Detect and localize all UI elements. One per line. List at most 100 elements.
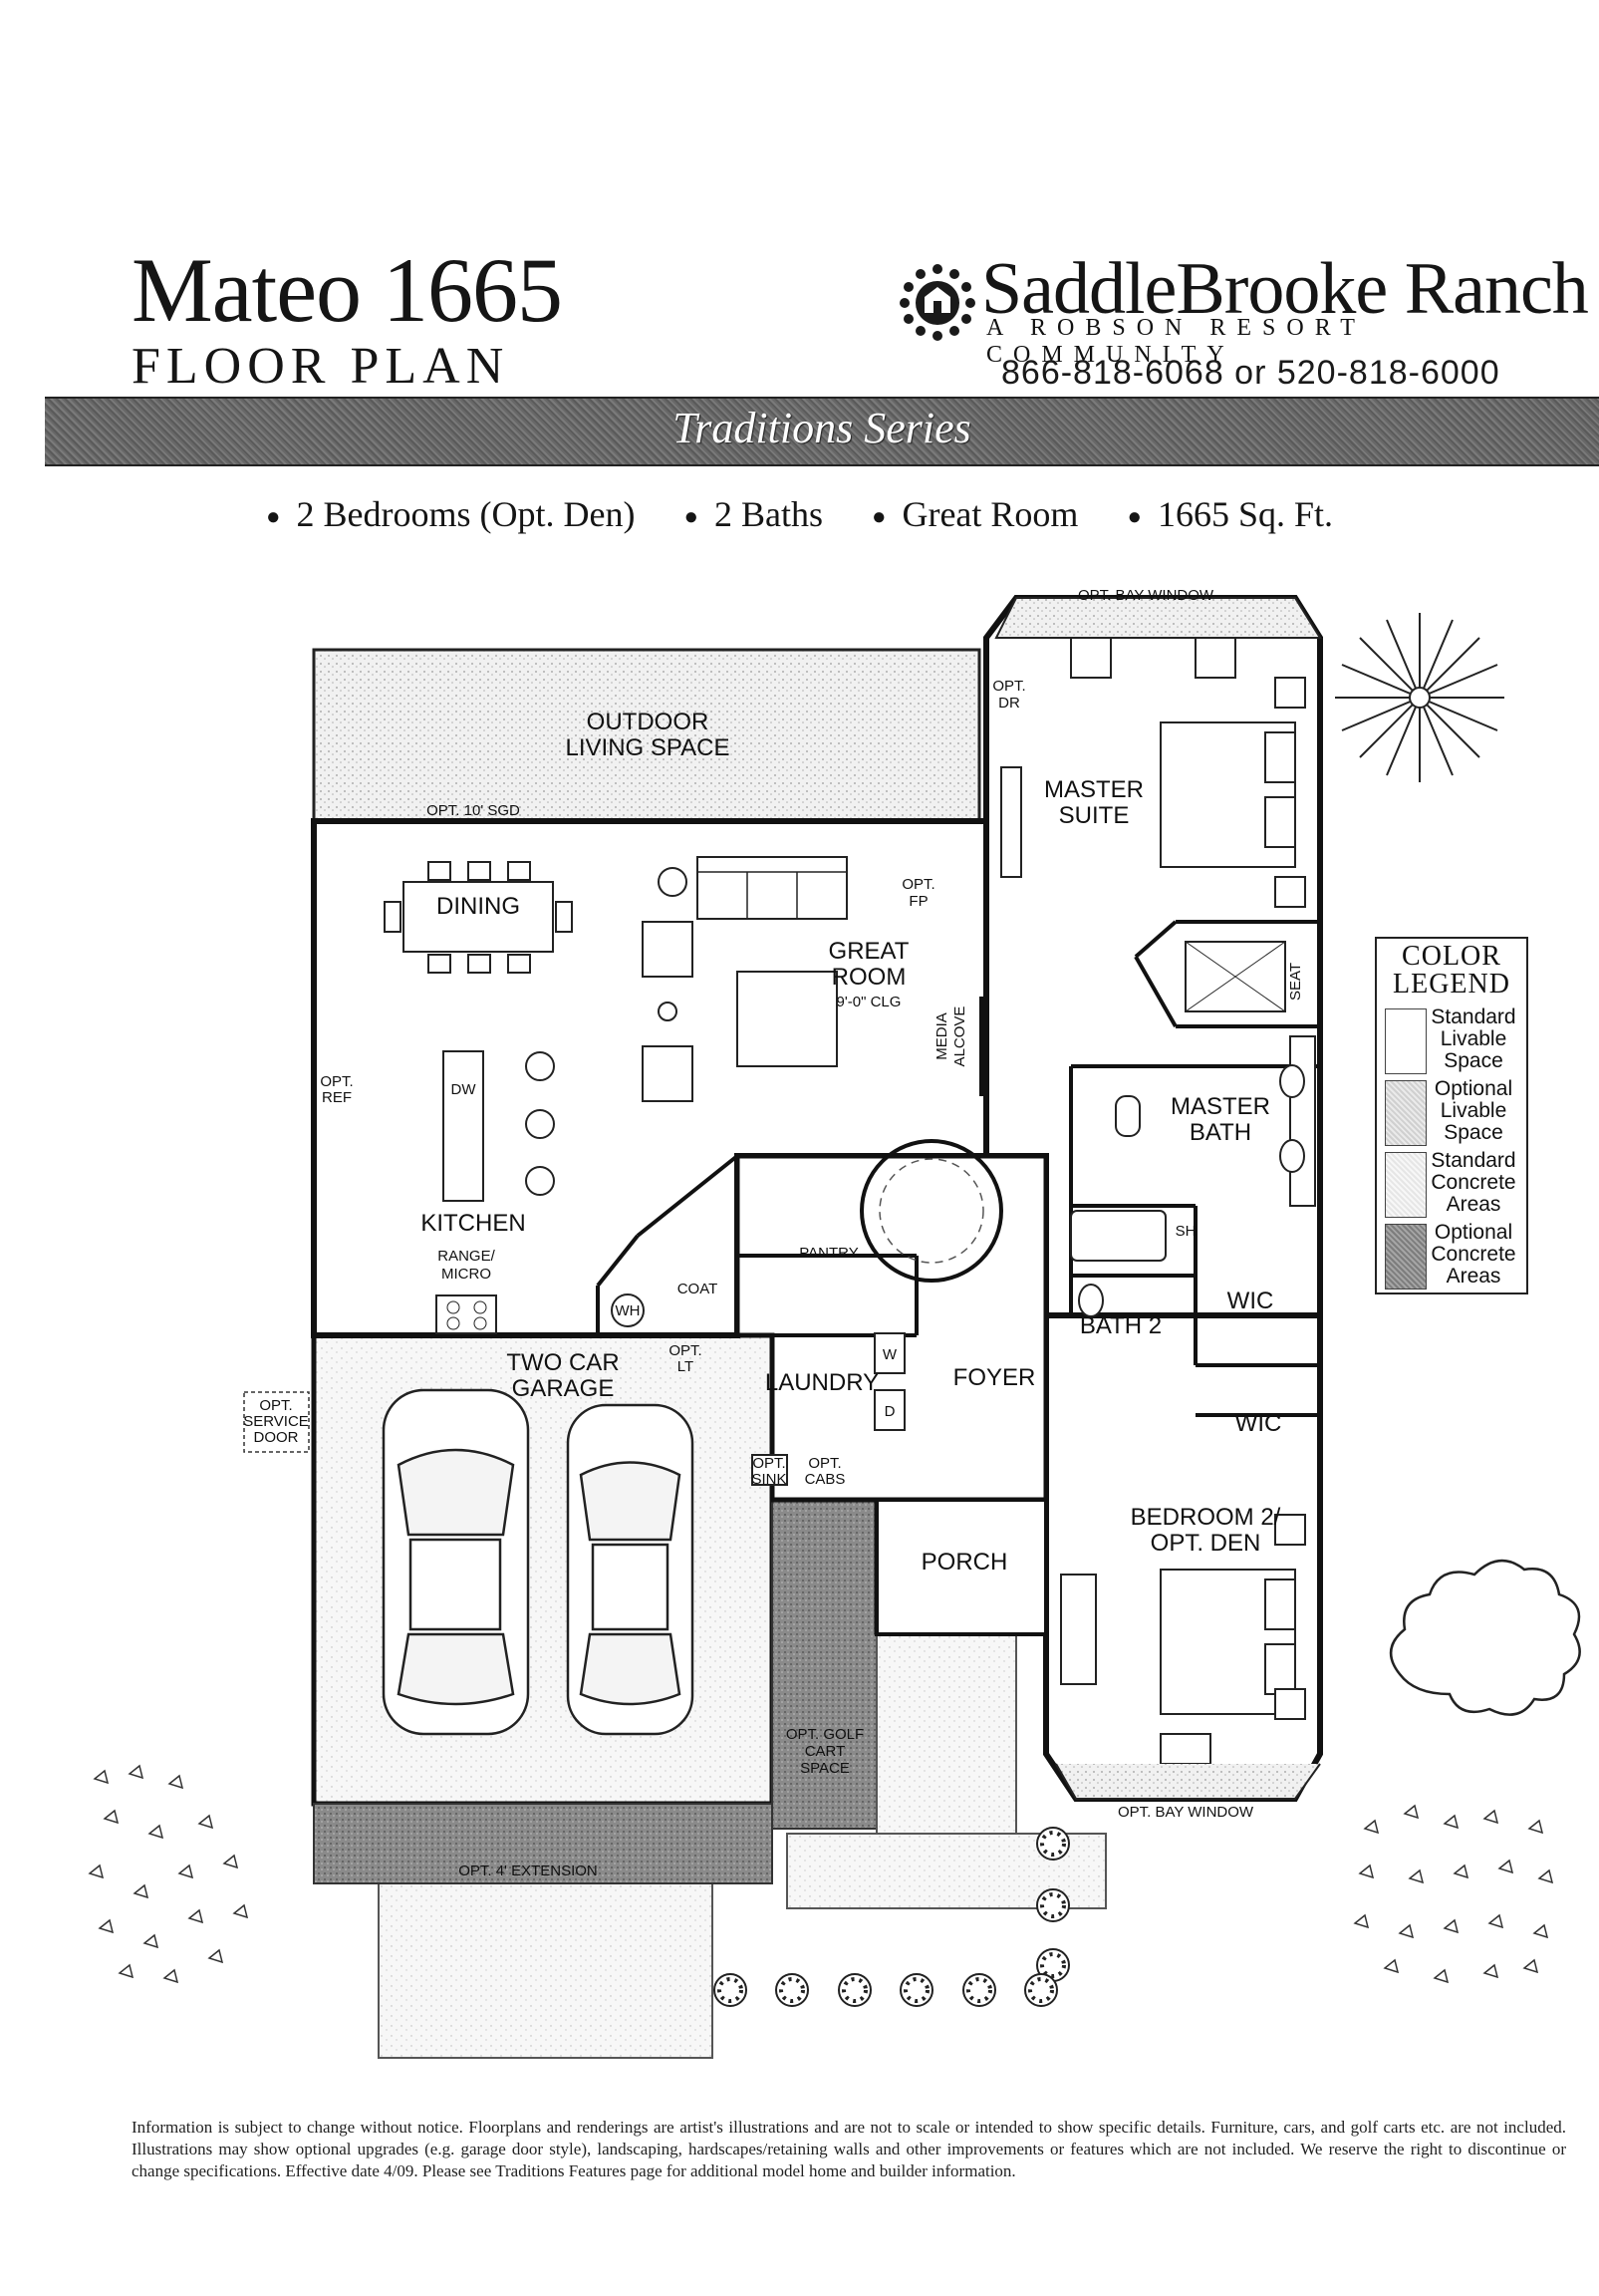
compass-icon xyxy=(1335,613,1504,782)
walkway xyxy=(876,1633,1017,1835)
label-great-2: ROOM xyxy=(832,964,907,991)
label-service-2: SERVICE xyxy=(243,1413,309,1430)
label-opt-dr-2: DR xyxy=(998,695,1020,712)
legend-title: COLOR LEGEND xyxy=(1393,941,1510,1000)
label-range: RANGE/ xyxy=(437,1248,495,1265)
label-media-2: ALCOVE xyxy=(951,1006,968,1067)
groundcover-left xyxy=(88,1764,249,1984)
label-opt-sink-2: SINK xyxy=(751,1471,786,1488)
plan-title: Mateo 1665 xyxy=(132,239,563,341)
label-master-bath: MASTER xyxy=(1171,1093,1270,1120)
label-wic-2: WIC xyxy=(1235,1410,1282,1437)
feature-item: ●1665 Sq. Ft. xyxy=(1127,494,1333,534)
feature-baths: 2 Baths xyxy=(713,494,823,534)
porch-area xyxy=(875,1498,1048,1636)
feature-sqft: 1665 Sq. Ft. xyxy=(1157,494,1333,534)
groundcover-right xyxy=(1353,1804,1554,1984)
label-wic-1: WIC xyxy=(1227,1288,1274,1314)
label-laundry: LAUNDRY xyxy=(765,1369,879,1396)
label-coat: COAT xyxy=(677,1281,718,1297)
label-kitchen: KITCHEN xyxy=(420,1210,525,1237)
feature-great-room: Great Room xyxy=(902,494,1079,534)
label-bath2: BATH 2 xyxy=(1080,1312,1162,1339)
feature-item: ●2 Bedrooms (Opt. Den) xyxy=(266,494,636,534)
label-media: MEDIA xyxy=(933,1012,950,1060)
label-dining: DINING xyxy=(436,893,520,920)
plan-subtitle: FLOOR PLAN xyxy=(132,338,510,395)
label-sh: SH xyxy=(1176,1223,1197,1240)
label-opt-fp-2: FP xyxy=(909,893,928,910)
brand-logo-icon xyxy=(900,264,975,341)
label-master-suite: MASTER xyxy=(1044,776,1144,803)
label-golf-2: CART xyxy=(805,1743,846,1760)
label-master-bath-2: BATH xyxy=(1190,1119,1251,1146)
dryer xyxy=(874,1389,906,1431)
label-outdoor-2: LIVING SPACE xyxy=(566,734,730,761)
sofa xyxy=(696,856,848,920)
brand-name: SaddleBrooke Ranch xyxy=(981,248,1589,330)
label-garage: TWO CAR xyxy=(506,1349,619,1376)
feature-item: ●2 Baths xyxy=(683,494,823,534)
label-outdoor: OUTDOOR xyxy=(587,709,709,735)
car-right xyxy=(566,1403,694,1736)
series-banner: Traditions Series xyxy=(45,397,1599,466)
label-seat: SEAT xyxy=(1287,963,1304,1001)
feature-item: ●Great Room xyxy=(871,494,1079,534)
label-opt-sgd: OPT. 10' SGD xyxy=(426,802,520,819)
label-pantry: PANTRY xyxy=(799,1245,858,1262)
legend-swatch xyxy=(1385,1152,1427,1218)
label-opt-lt-2: LT xyxy=(677,1358,693,1375)
golf-cart-area xyxy=(771,1499,878,1830)
garage-extension xyxy=(313,1803,773,1884)
phone-number: 866-818-6068 or 520-818-6000 xyxy=(1001,354,1500,392)
label-bedroom2-b: OPT. DEN xyxy=(1151,1530,1261,1557)
label-opt-fp: OPT. xyxy=(902,876,934,893)
disclaimer-text: Information is subject to change without… xyxy=(132,2118,1566,2180)
rotunda xyxy=(860,1139,1003,1283)
label-garage-2: GARAGE xyxy=(512,1375,615,1402)
label-opt-ref: OPT. xyxy=(320,1073,353,1090)
water-heater xyxy=(611,1293,645,1327)
outdoor-living-area xyxy=(312,648,981,823)
label-range-2: MICRO xyxy=(441,1266,491,1283)
car-left xyxy=(382,1388,530,1736)
label-service: OPT. xyxy=(259,1397,292,1414)
brand-tagline: A ROBSON RESORT COMMUNITY xyxy=(986,315,1366,368)
label-porch: PORCH xyxy=(922,1549,1008,1576)
bedroom2-wing-outline xyxy=(1043,1312,1323,1802)
legend-swatch xyxy=(1385,1008,1427,1074)
label-great: GREAT xyxy=(829,938,910,965)
label-extension: OPT. 4' EXTENSION xyxy=(458,1863,598,1879)
label-bay-bottom: OPT. BAY WINDOW xyxy=(1118,1804,1254,1821)
label-opt-ref-2: REF xyxy=(322,1089,352,1106)
master-toilet xyxy=(1115,1095,1141,1137)
label-opt-cabs: OPT. xyxy=(808,1455,841,1472)
label-golf: OPT. GOLF xyxy=(786,1726,864,1743)
label-service-3: DOOR xyxy=(254,1429,299,1446)
floor-plan-drawing: OUTDOOR LIVING SPACE GREAT ROOM DINING K… xyxy=(88,587,1581,2059)
label-master-suite-2: SUITE xyxy=(1059,802,1130,829)
legend-swatch xyxy=(1385,1224,1427,1290)
label-opt-dr: OPT. xyxy=(992,678,1025,695)
series-label: Traditions Series xyxy=(672,404,971,452)
tree-icon xyxy=(1390,1560,1581,1716)
label-foyer: FOYER xyxy=(953,1364,1036,1391)
label-opt-lt: OPT. xyxy=(668,1342,701,1359)
bathtub xyxy=(1070,1210,1167,1262)
coffee-table xyxy=(736,971,838,1067)
legend-swatch xyxy=(1385,1080,1427,1146)
dining-table xyxy=(402,881,554,953)
feature-bedrooms: 2 Bedrooms (Opt. Den) xyxy=(296,494,636,534)
label-bay-top: OPT. BAY WINDOW xyxy=(1078,587,1214,604)
bay-window-master xyxy=(994,597,1322,639)
label-wh: WH xyxy=(616,1302,641,1319)
